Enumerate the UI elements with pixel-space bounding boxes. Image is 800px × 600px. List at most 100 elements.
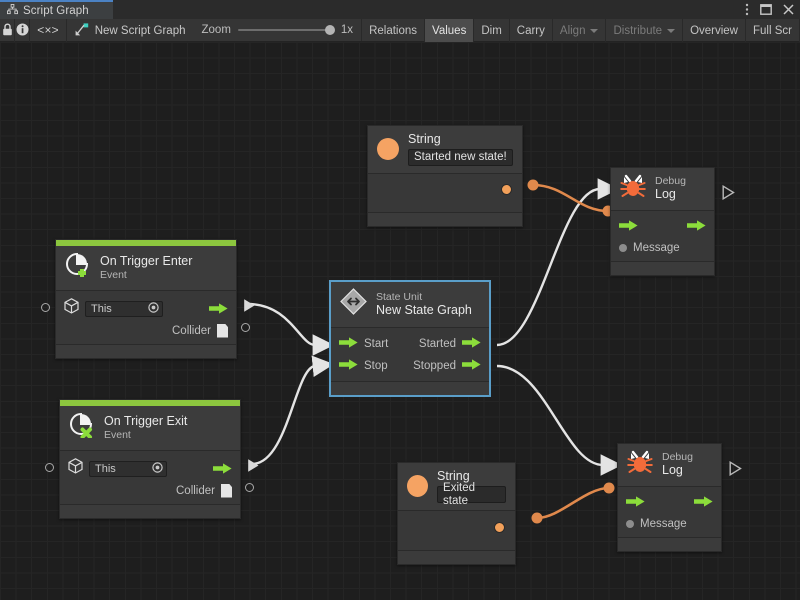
event-exit-icon [69,412,95,443]
wire-endpoint-dot [603,482,615,494]
info-button[interactable] [15,19,31,42]
flow-output-connector-top[interactable] [722,184,735,205]
more-options-icon[interactable] [745,3,749,16]
node-row-collider: Collider [56,321,236,340]
node-title: On Trigger Enter [100,254,193,269]
node-row-target: This [56,296,236,321]
start-input-port[interactable] [339,335,358,353]
align-button[interactable]: Align [553,19,607,42]
graph-canvas[interactable]: String Started new state! [0,42,800,600]
node-title: Log [662,463,683,478]
stop-label: Stop [364,360,388,372]
node-body [368,174,522,213]
node-title: On Trigger Exit [104,414,188,429]
flow-output-port[interactable] [694,494,713,512]
node-state-unit[interactable]: State Unit New State Graph Start [330,281,490,396]
maximize-icon[interactable] [760,4,772,15]
chevron-down-icon [590,28,599,33]
carry-button[interactable]: Carry [510,19,553,42]
string-output-port[interactable] [494,522,505,534]
message-label: Message [640,517,687,530]
target-value: This [91,302,112,315]
value-input-connector-exit[interactable] [45,463,54,472]
graph-name-field[interactable]: New Script Graph [67,19,198,42]
event-accent-bar [56,240,236,246]
collider-label: Collider [172,324,211,337]
string-value-input[interactable]: Started new state! [408,149,513,167]
gameobject-cube-icon [68,458,83,479]
node-body: This [56,291,236,344]
flow-output-connector-exit[interactable] [247,458,260,478]
close-icon[interactable] [783,4,794,15]
object-picker-icon[interactable] [148,301,159,316]
align-label: Align [559,24,586,37]
started-output-port[interactable] [462,335,481,353]
node-header: Debug Log [618,444,721,487]
wire-started-to-log-top [496,178,620,347]
start-label: Start [364,338,389,350]
code-view-button[interactable]: <×> [30,19,67,42]
dim-button[interactable]: Dim [474,19,510,42]
target-object-field[interactable]: This [85,300,163,317]
node-title: String [408,132,441,146]
collider-doc-icon[interactable] [217,323,228,338]
node-debug-log-top[interactable]: Debug Log [610,167,715,276]
window-controls [745,0,794,19]
message-input-port[interactable] [619,243,627,252]
message-input-port[interactable] [626,519,634,528]
lock-button[interactable] [0,19,16,42]
node-title: Log [655,187,676,202]
node-header: On Trigger Enter Event [56,246,236,291]
full-screen-button[interactable]: Full Scr [746,19,800,42]
wire-enter-to-start [247,302,335,356]
zoom-slider-handle[interactable] [324,25,335,35]
node-string-bottom[interactable]: String Exited state [397,462,516,566]
zoom-control[interactable]: Zoom 1x [198,19,363,41]
message-label: Message [633,241,680,254]
object-picker-icon[interactable] [152,461,163,476]
string-value-input[interactable]: Exited state [437,482,506,507]
zoom-slider[interactable] [237,25,335,35]
stopped-label: Stopped [413,360,456,372]
node-header: String Started new state! [368,126,522,175]
event-enter-icon [65,252,91,283]
node-row-flow [611,216,714,238]
flow-output-port[interactable] [209,303,228,314]
flow-output-port[interactable] [687,218,706,236]
node-on-trigger-enter[interactable]: On Trigger Enter Event This [55,239,237,359]
zoom-label: Zoom [201,24,231,36]
node-body [398,511,515,551]
node-string-top[interactable]: String Started new state! [367,125,523,228]
collider-output-connector-exit[interactable] [245,483,254,492]
value-input-connector-enter[interactable] [41,303,50,312]
node-on-trigger-exit[interactable]: On Trigger Exit Event This [59,399,241,519]
node-subtitle: Event [104,428,131,441]
relations-button[interactable]: Relations [362,19,426,42]
node-title: New State Graph [376,302,472,317]
overview-button[interactable]: Overview [683,19,746,42]
flow-output-port[interactable] [213,463,232,474]
script-graph-icon [75,22,89,39]
stopped-output-port[interactable] [462,357,481,375]
node-footer [368,212,522,227]
node-header: Debug Log [611,168,714,211]
values-button[interactable]: Values [425,19,475,42]
distribute-button[interactable]: Distribute [606,19,684,42]
node-footer [56,344,236,358]
collider-output-connector-enter[interactable] [241,323,250,332]
distribute-label: Distribute [613,24,663,37]
tab-script-graph[interactable]: Script Graph [0,0,113,19]
flow-output-connector-bottom[interactable] [729,460,742,481]
node-row-flow [618,492,721,514]
stop-input-port[interactable] [339,357,358,375]
node-debug-log-bottom[interactable]: Debug Log [617,443,722,552]
flow-input-port[interactable] [626,494,645,512]
flow-input-port[interactable] [619,218,638,236]
string-output-port[interactable] [501,184,512,196]
collider-doc-icon[interactable] [221,483,232,498]
graph-name-label: New Script Graph [94,24,186,37]
node-header: String Exited state [398,463,515,512]
target-object-field[interactable]: This [89,460,167,477]
event-accent-bar [60,400,240,406]
flow-output-connector-enter[interactable] [243,298,256,318]
